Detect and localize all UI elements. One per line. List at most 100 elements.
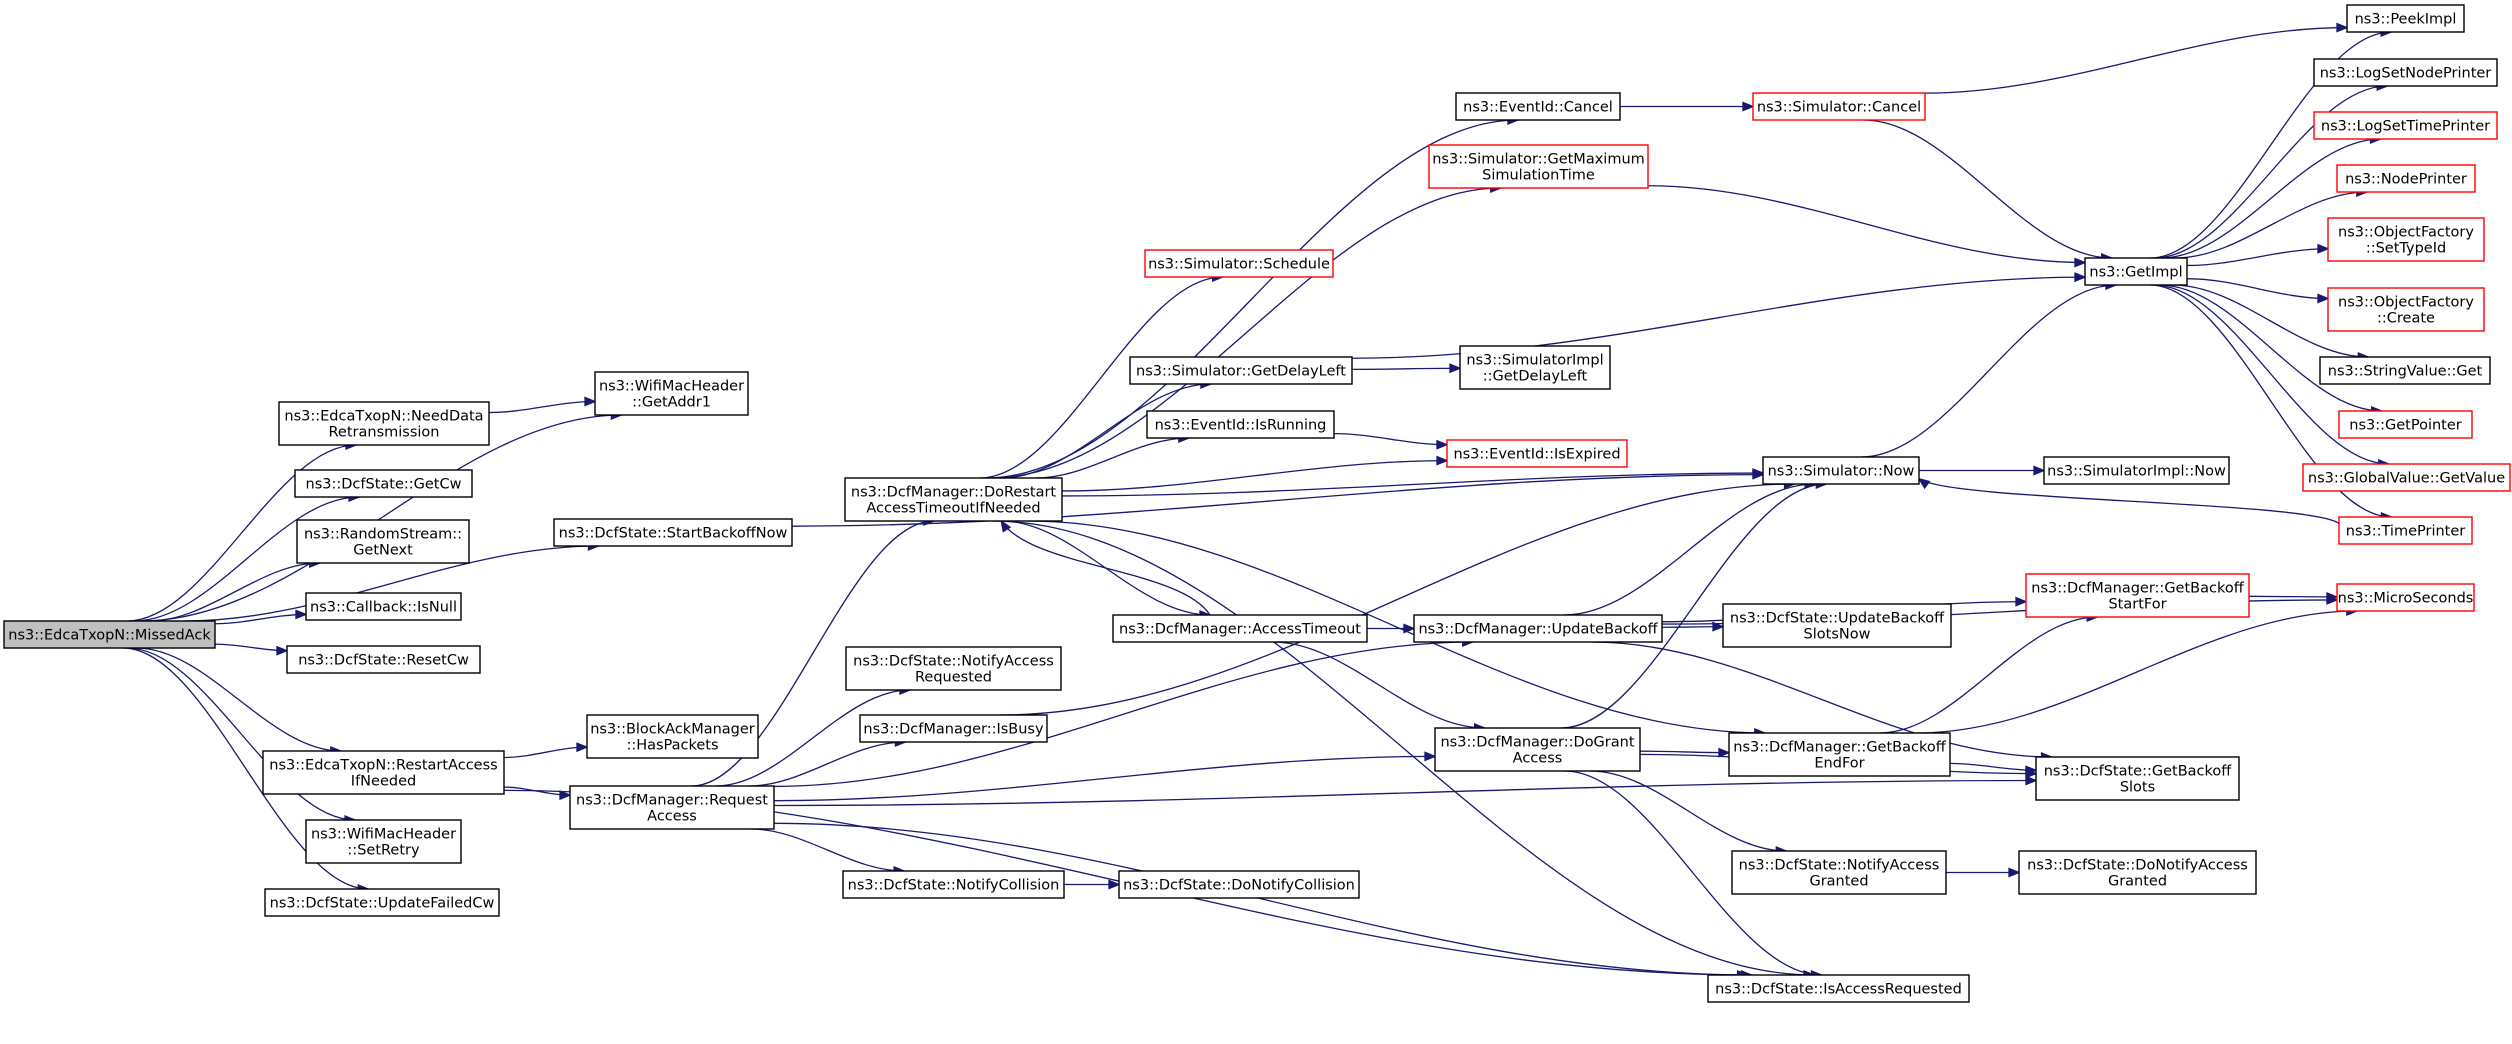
node-ns3-eventid-isexpired[interactable]: ns3::EventId::IsExpired <box>1446 439 1628 468</box>
node-ns3-timeprinter[interactable]: ns3::TimePrinter <box>2338 516 2473 545</box>
node-box[interactable] <box>2313 58 2498 87</box>
node-ns3-dcfmanager-accesstimeout[interactable]: ns3::DcfManager::AccessTimeout <box>1112 614 1368 643</box>
node-ns3-logsetnodeprinter[interactable]: ns3::LogSetNodePrinter <box>2313 58 2498 87</box>
node-ns3-globalvalue-getvalue[interactable]: ns3::GlobalValue::GetValue <box>2302 463 2511 492</box>
node-box[interactable] <box>1707 974 1970 1003</box>
node-box[interactable] <box>2336 583 2475 612</box>
node-box[interactable] <box>2327 287 2485 332</box>
node-box[interactable] <box>845 646 1062 691</box>
node-box[interactable] <box>262 750 505 795</box>
node-box[interactable] <box>1752 92 1926 121</box>
node-ns3-logsettimeprinter[interactable]: ns3::LogSetTimePrinter <box>2313 111 2498 140</box>
node-ns3-simulatorimpl-getdelayleft[interactable]: ns3::SimulatorImpl::GetDelayLeft <box>1459 345 1611 390</box>
node-ns3-dcfstate-getcw[interactable]: ns3::DcfState::GetCw <box>294 469 473 498</box>
node-box[interactable] <box>1434 727 1641 772</box>
node-box[interactable] <box>1118 870 1360 899</box>
node-box[interactable] <box>2043 456 2230 485</box>
node-ns3-dcfstate-startbackoffnow[interactable]: ns3::DcfState::StartBackoffNow <box>553 518 793 547</box>
node-ns3-dcfmanager-dorestart-accesstimeoutifneeded[interactable]: ns3::DcfManager::DoRestartAccessTimeoutI… <box>844 477 1063 522</box>
node-ns3-eventid-cancel[interactable]: ns3::EventId::Cancel <box>1455 92 1621 121</box>
node-box[interactable] <box>2319 356 2491 385</box>
node-box[interactable] <box>2313 111 2498 140</box>
node-ns3-dcfstate-updatefailedcw[interactable]: ns3::DcfState::UpdateFailedCw <box>264 888 500 917</box>
node-box[interactable] <box>2338 516 2473 545</box>
node-ns3-dcfmanager-isbusy[interactable]: ns3::DcfManager::IsBusy <box>859 714 1048 743</box>
node-box[interactable] <box>2025 573 2250 618</box>
node-box[interactable] <box>2338 410 2473 439</box>
node-box[interactable] <box>296 519 470 564</box>
node-ns3-eventid-isrunning[interactable]: ns3::EventId::IsRunning <box>1146 410 1335 439</box>
node-box[interactable] <box>1446 439 1628 468</box>
node-box[interactable] <box>264 888 500 917</box>
node-ns3-objectfactory-settypeid[interactable]: ns3::ObjectFactory::SetTypeId <box>2327 217 2485 262</box>
node-box[interactable] <box>1459 345 1611 390</box>
node-box[interactable] <box>844 477 1063 522</box>
node-box[interactable] <box>1413 614 1663 643</box>
node-box[interactable] <box>3 620 216 649</box>
node-box[interactable] <box>1129 356 1353 385</box>
node-box[interactable] <box>294 469 473 498</box>
node-ns3-simulator-getdelayleft[interactable]: ns3::Simulator::GetDelayLeft <box>1129 356 1353 385</box>
node-box[interactable] <box>1728 732 1951 777</box>
node-box[interactable] <box>859 714 1048 743</box>
node-ns3-objectfactory-create[interactable]: ns3::ObjectFactory::Create <box>2327 287 2485 332</box>
node-ns3-dcfstate-donotifycollision[interactable]: ns3::DcfState::DoNotifyCollision <box>1118 870 1360 899</box>
node-ns3-stringvalue-get[interactable]: ns3::StringValue::Get <box>2319 356 2491 385</box>
node-box[interactable] <box>594 371 749 416</box>
node-box[interactable] <box>2302 463 2511 492</box>
node-ns3-dcfmanager-updatebackoff[interactable]: ns3::DcfManager::UpdateBackoff <box>1413 614 1663 643</box>
node-ns3-dcfstate-resetcw[interactable]: ns3::DcfState::ResetCw <box>286 645 481 674</box>
node-ns3-microseconds[interactable]: ns3::MicroSeconds <box>2336 583 2475 612</box>
node-ns3-peekimpl[interactable]: ns3::PeekImpl <box>2346 4 2465 33</box>
node-box[interactable] <box>1144 249 1334 278</box>
node-ns3-wifimacheader-getaddr1[interactable]: ns3::WifiMacHeader::GetAddr1 <box>594 371 749 416</box>
node-ns3-nodeprinter[interactable]: ns3::NodePrinter <box>2336 164 2476 193</box>
node-ns3-randomstream-getnext[interactable]: ns3::RandomStream::GetNext <box>296 519 470 564</box>
node-ns3-blockackmanager-haspackets[interactable]: ns3::BlockAckManager::HasPackets <box>586 714 759 759</box>
node-box[interactable] <box>305 592 462 621</box>
node-box[interactable] <box>278 401 490 446</box>
node-box[interactable] <box>2018 850 2257 895</box>
node-box[interactable] <box>569 785 775 830</box>
node-box[interactable] <box>286 645 481 674</box>
node-box[interactable] <box>305 819 462 864</box>
node-box[interactable] <box>842 870 1065 899</box>
node-ns3-callback-isnull[interactable]: ns3::Callback::IsNull <box>305 592 462 621</box>
node-ns3-simulator-now[interactable]: ns3::Simulator::Now <box>1762 456 1920 485</box>
node-ns3-getimpl[interactable]: ns3::GetImpl <box>2084 257 2188 286</box>
node-box[interactable] <box>2327 217 2485 262</box>
node-ns3-edcatxopn-missedack[interactable]: ns3::EdcaTxopN::MissedAck <box>3 620 216 649</box>
node-box[interactable] <box>1455 92 1621 121</box>
node-box[interactable] <box>2336 164 2476 193</box>
node-ns3-dcfstate-notifycollision[interactable]: ns3::DcfState::NotifyCollision <box>842 870 1065 899</box>
node-box[interactable] <box>2035 756 2240 801</box>
node-box[interactable] <box>1428 144 1649 189</box>
node-ns3-simulatorimpl-now[interactable]: ns3::SimulatorImpl::Now <box>2043 456 2230 485</box>
node-ns3-simulator-schedule[interactable]: ns3::Simulator::Schedule <box>1144 249 1334 278</box>
node-ns3-getpointer[interactable]: ns3::GetPointer <box>2338 410 2473 439</box>
node-box[interactable] <box>553 518 793 547</box>
node-box[interactable] <box>1146 410 1335 439</box>
node-box[interactable] <box>1112 614 1368 643</box>
node-box[interactable] <box>1731 850 1947 895</box>
node-ns3-simulator-cancel[interactable]: ns3::Simulator::Cancel <box>1752 92 1926 121</box>
node-ns3-dcfstate-isaccessrequested[interactable]: ns3::DcfState::IsAccessRequested <box>1707 974 1970 1003</box>
node-box[interactable] <box>2084 257 2188 286</box>
node-box[interactable] <box>586 714 759 759</box>
node-box[interactable] <box>1722 603 1952 648</box>
node-box[interactable] <box>1762 456 1920 485</box>
node-ns3-wifimacheader-setretry[interactable]: ns3::WifiMacHeader::SetRetry <box>305 819 462 864</box>
node-box[interactable] <box>2346 4 2465 33</box>
